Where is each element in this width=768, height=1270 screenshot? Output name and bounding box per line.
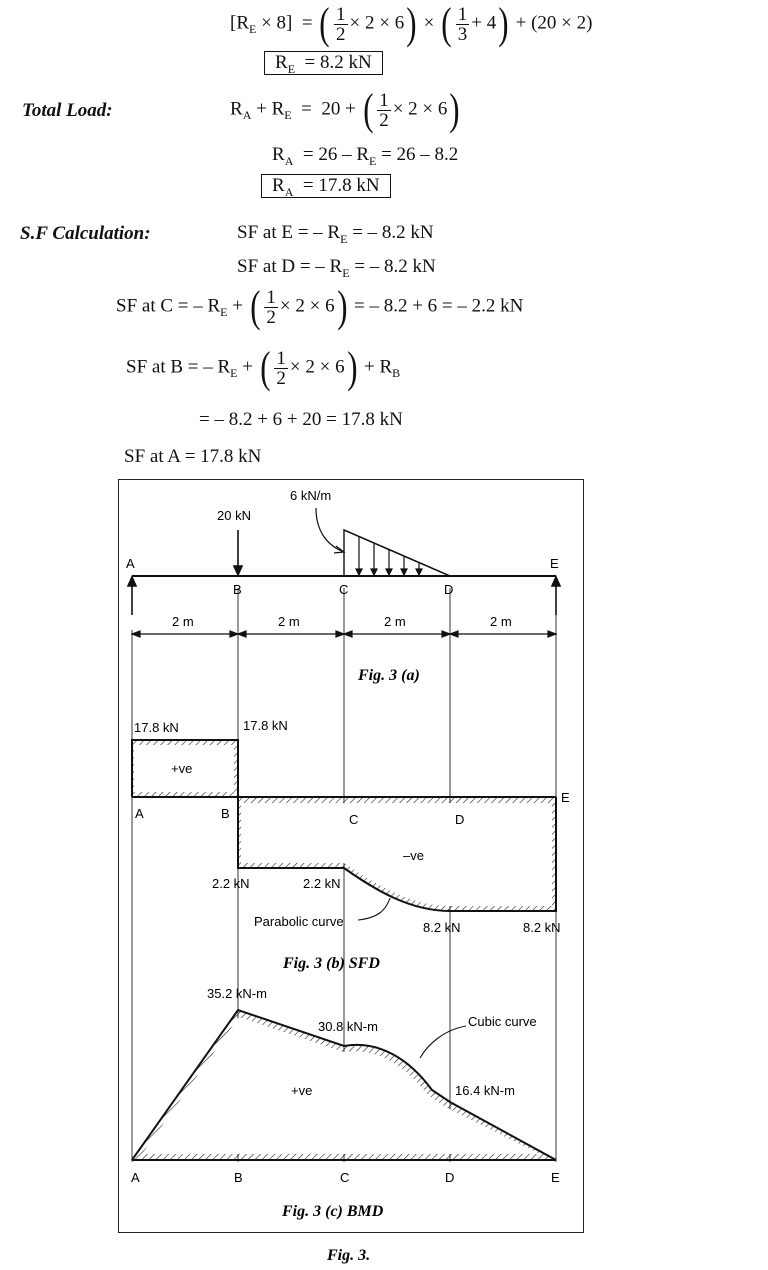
span-de-label: 2 m [490,614,512,629]
sfd-outline-pos [131,739,239,797]
bmd-positive-label: +ve [291,1083,312,1098]
sfd-a-value: 17.8 kN [134,720,179,735]
figure-frame [118,479,584,1233]
total-load-label: Total Load: [22,100,113,121]
sfd-b-low-value: 2.2 kN [212,876,250,891]
point-e-label: E [550,556,559,571]
sfd-c-low-value: 2.2 kN [303,876,341,891]
point-load-arrow [232,530,244,577]
udl-label: 6 kN/m [290,488,331,503]
bmd-b-value: 35.2 kN-m [207,986,267,1001]
figure-caption: Fig. 3. [326,1247,370,1264]
point-a-label: A [126,556,135,571]
sfd-point-d: D [455,812,464,827]
point-c-label: C [339,582,348,597]
parabolic-curve-label: Parabolic curve [254,914,344,929]
span-bc-label: 2 m [278,614,300,629]
sfd-diagram [131,739,557,912]
span-ab-label: 2 m [172,614,194,629]
sfd-positive-label: +ve [171,761,192,776]
dimension-line [130,630,558,638]
reaction-arrows [126,575,562,615]
bmd-point-d: D [445,1170,454,1185]
re-result-box: RE = 8.2 kN [264,51,383,76]
parabolic-pointer [357,897,391,921]
bmd-point-a: A [131,1170,140,1185]
fig-3a-caption: Fig. 3 (a) [357,667,420,684]
bmd-d-value: 16.4 kN-m [455,1083,515,1098]
sfd-e-value: 8.2 kN [523,920,561,935]
bmd-point-e: E [551,1170,560,1185]
sfd-point-b: B [221,806,230,821]
sfd-b-value: 17.8 kN [243,718,288,733]
triangular-load [343,528,451,577]
sfd-negative-label: –ve [403,848,424,863]
sfd-outline-neg [237,797,557,912]
fig-3c-caption: Fig. 3 (c) BMD [281,1203,384,1220]
sfd-point-c: C [349,812,358,827]
bmd-point-b: B [234,1170,243,1185]
point-b-label: B [233,582,242,597]
point-d-label: D [444,582,453,597]
span-cd-label: 2 m [384,614,406,629]
ra-equation: RA = 26 – RE = 26 – 8.2 [272,144,459,168]
bmd-point-c: C [340,1170,349,1185]
sf-at-a: SF at A = 17.8 kN [124,446,262,467]
sfd-point-a: A [135,806,144,821]
sfd-point-e: E [561,790,570,805]
bmd-c-value: 30.8 kN-m [318,1019,378,1034]
cubic-curve-label: Cubic curve [468,1014,537,1029]
bmd-diagram [131,1008,557,1161]
triangular-load-arrows [355,537,423,577]
sf-at-d: SF at D = – RE = – 8.2 kN [237,256,436,280]
bmd-outline [131,1008,557,1161]
sf-at-e: SF at E = – RE = – 8.2 kN [237,222,434,246]
cubic-pointer [419,1025,467,1059]
sf-at-b-line2: = – 8.2 + 6 + 20 = 17.8 kN [199,409,403,430]
sf-calculation-label: S.F Calculation: [20,223,151,244]
udl-pointer [315,507,345,553]
fig-3b-caption: Fig. 3 (b) SFD [282,955,380,972]
ra-result-box: RA = 17.8 kN [261,174,391,199]
sfd-d-value: 8.2 kN [423,920,461,935]
point-load-label: 20 kN [217,508,251,523]
